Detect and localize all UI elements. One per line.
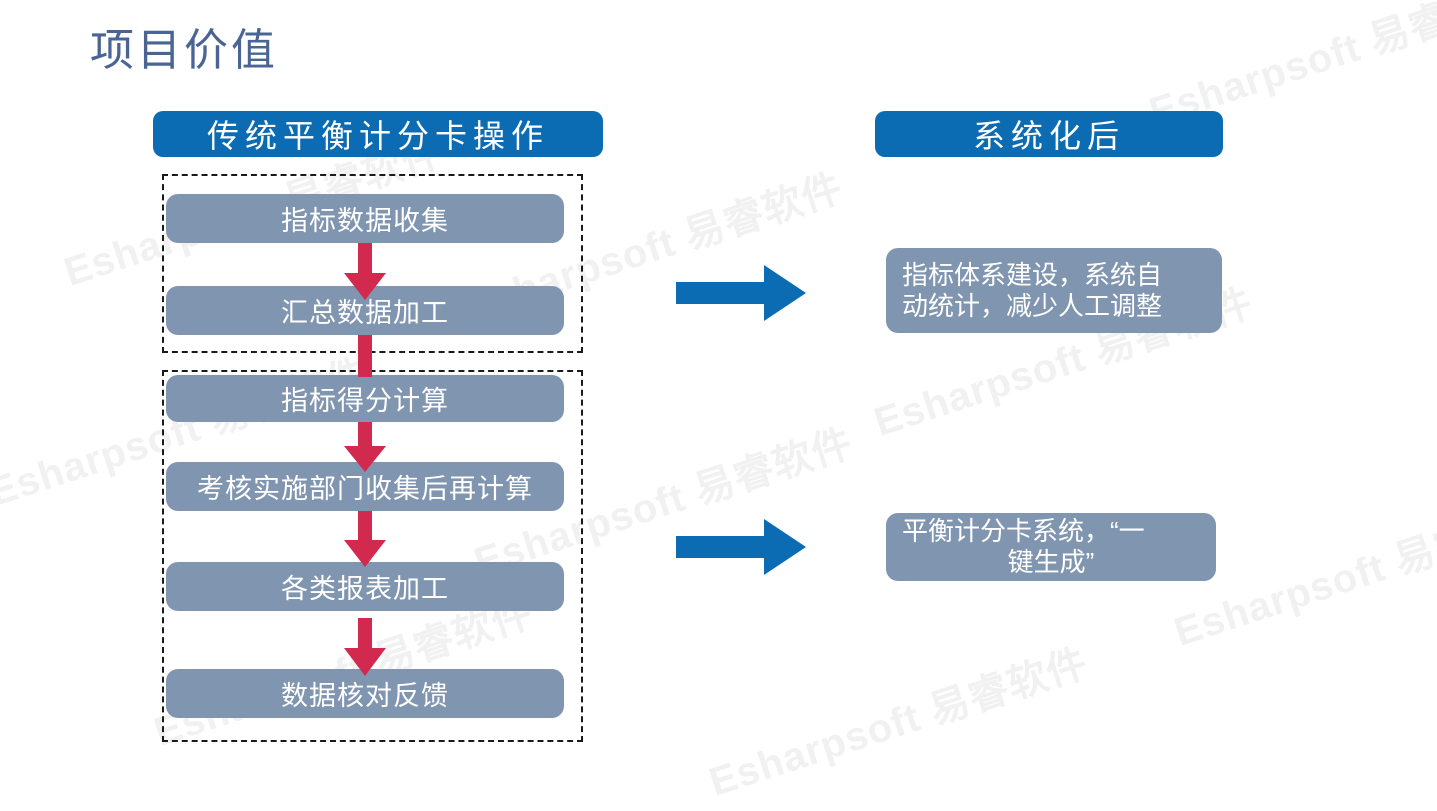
result-box-line: 平衡计分卡系统，“一 xyxy=(902,516,1145,547)
flow-down-arrow-icon xyxy=(341,422,389,477)
process-box-label: 数据核对反馈 xyxy=(281,681,449,711)
result-box-line: 键生成” xyxy=(1007,547,1095,577)
flow-down-arrow-icon xyxy=(341,618,389,681)
banner-systematized: 系统化后 xyxy=(875,111,1223,157)
flow-down-arrow-icon xyxy=(341,335,389,382)
process-box-step-3[interactable]: 指标得分计算 xyxy=(166,375,564,422)
flow-down-arrow-icon xyxy=(341,511,389,572)
flow-down-arrow-icon xyxy=(341,243,389,305)
result-box-line: 动统计，减少人工调整 xyxy=(902,290,1163,321)
process-box-label: 各类报表加工 xyxy=(281,574,449,604)
banner-right-label: 系统化后 xyxy=(972,118,1125,154)
page-title: 项目价值 xyxy=(90,26,278,75)
result-box-indicator-system[interactable]: 指标体系建设，系统自 动统计，减少人工调整 xyxy=(886,248,1222,333)
transition-right-arrow-icon xyxy=(676,519,806,580)
process-box-label: 考核实施部门收集后再计算 xyxy=(197,474,533,504)
result-box-line: 指标体系建设，系统自 xyxy=(902,259,1163,290)
data-collection-group-border xyxy=(162,174,583,353)
process-box-label: 指标数据收集 xyxy=(281,206,449,236)
result-box-bsc-system[interactable]: 平衡计分卡系统，“一 键生成” xyxy=(886,513,1216,581)
process-box-step-6[interactable]: 数据核对反馈 xyxy=(166,669,564,718)
score-calculation-group-border xyxy=(162,370,583,742)
banner-left-label: 传统平衡计分卡操作 xyxy=(206,118,549,154)
process-box-label: 汇总数据加工 xyxy=(281,298,449,328)
transition-right-arrow-icon xyxy=(676,265,806,326)
process-box-step-1[interactable]: 指标数据收集 xyxy=(166,194,564,243)
banner-traditional-bsc: 传统平衡计分卡操作 xyxy=(153,111,603,157)
process-box-step-5[interactable]: 各类报表加工 xyxy=(166,562,564,611)
process-box-label: 指标得分计算 xyxy=(281,386,449,416)
watermark-text: Esharpsoft 易睿软件 xyxy=(704,640,1094,805)
